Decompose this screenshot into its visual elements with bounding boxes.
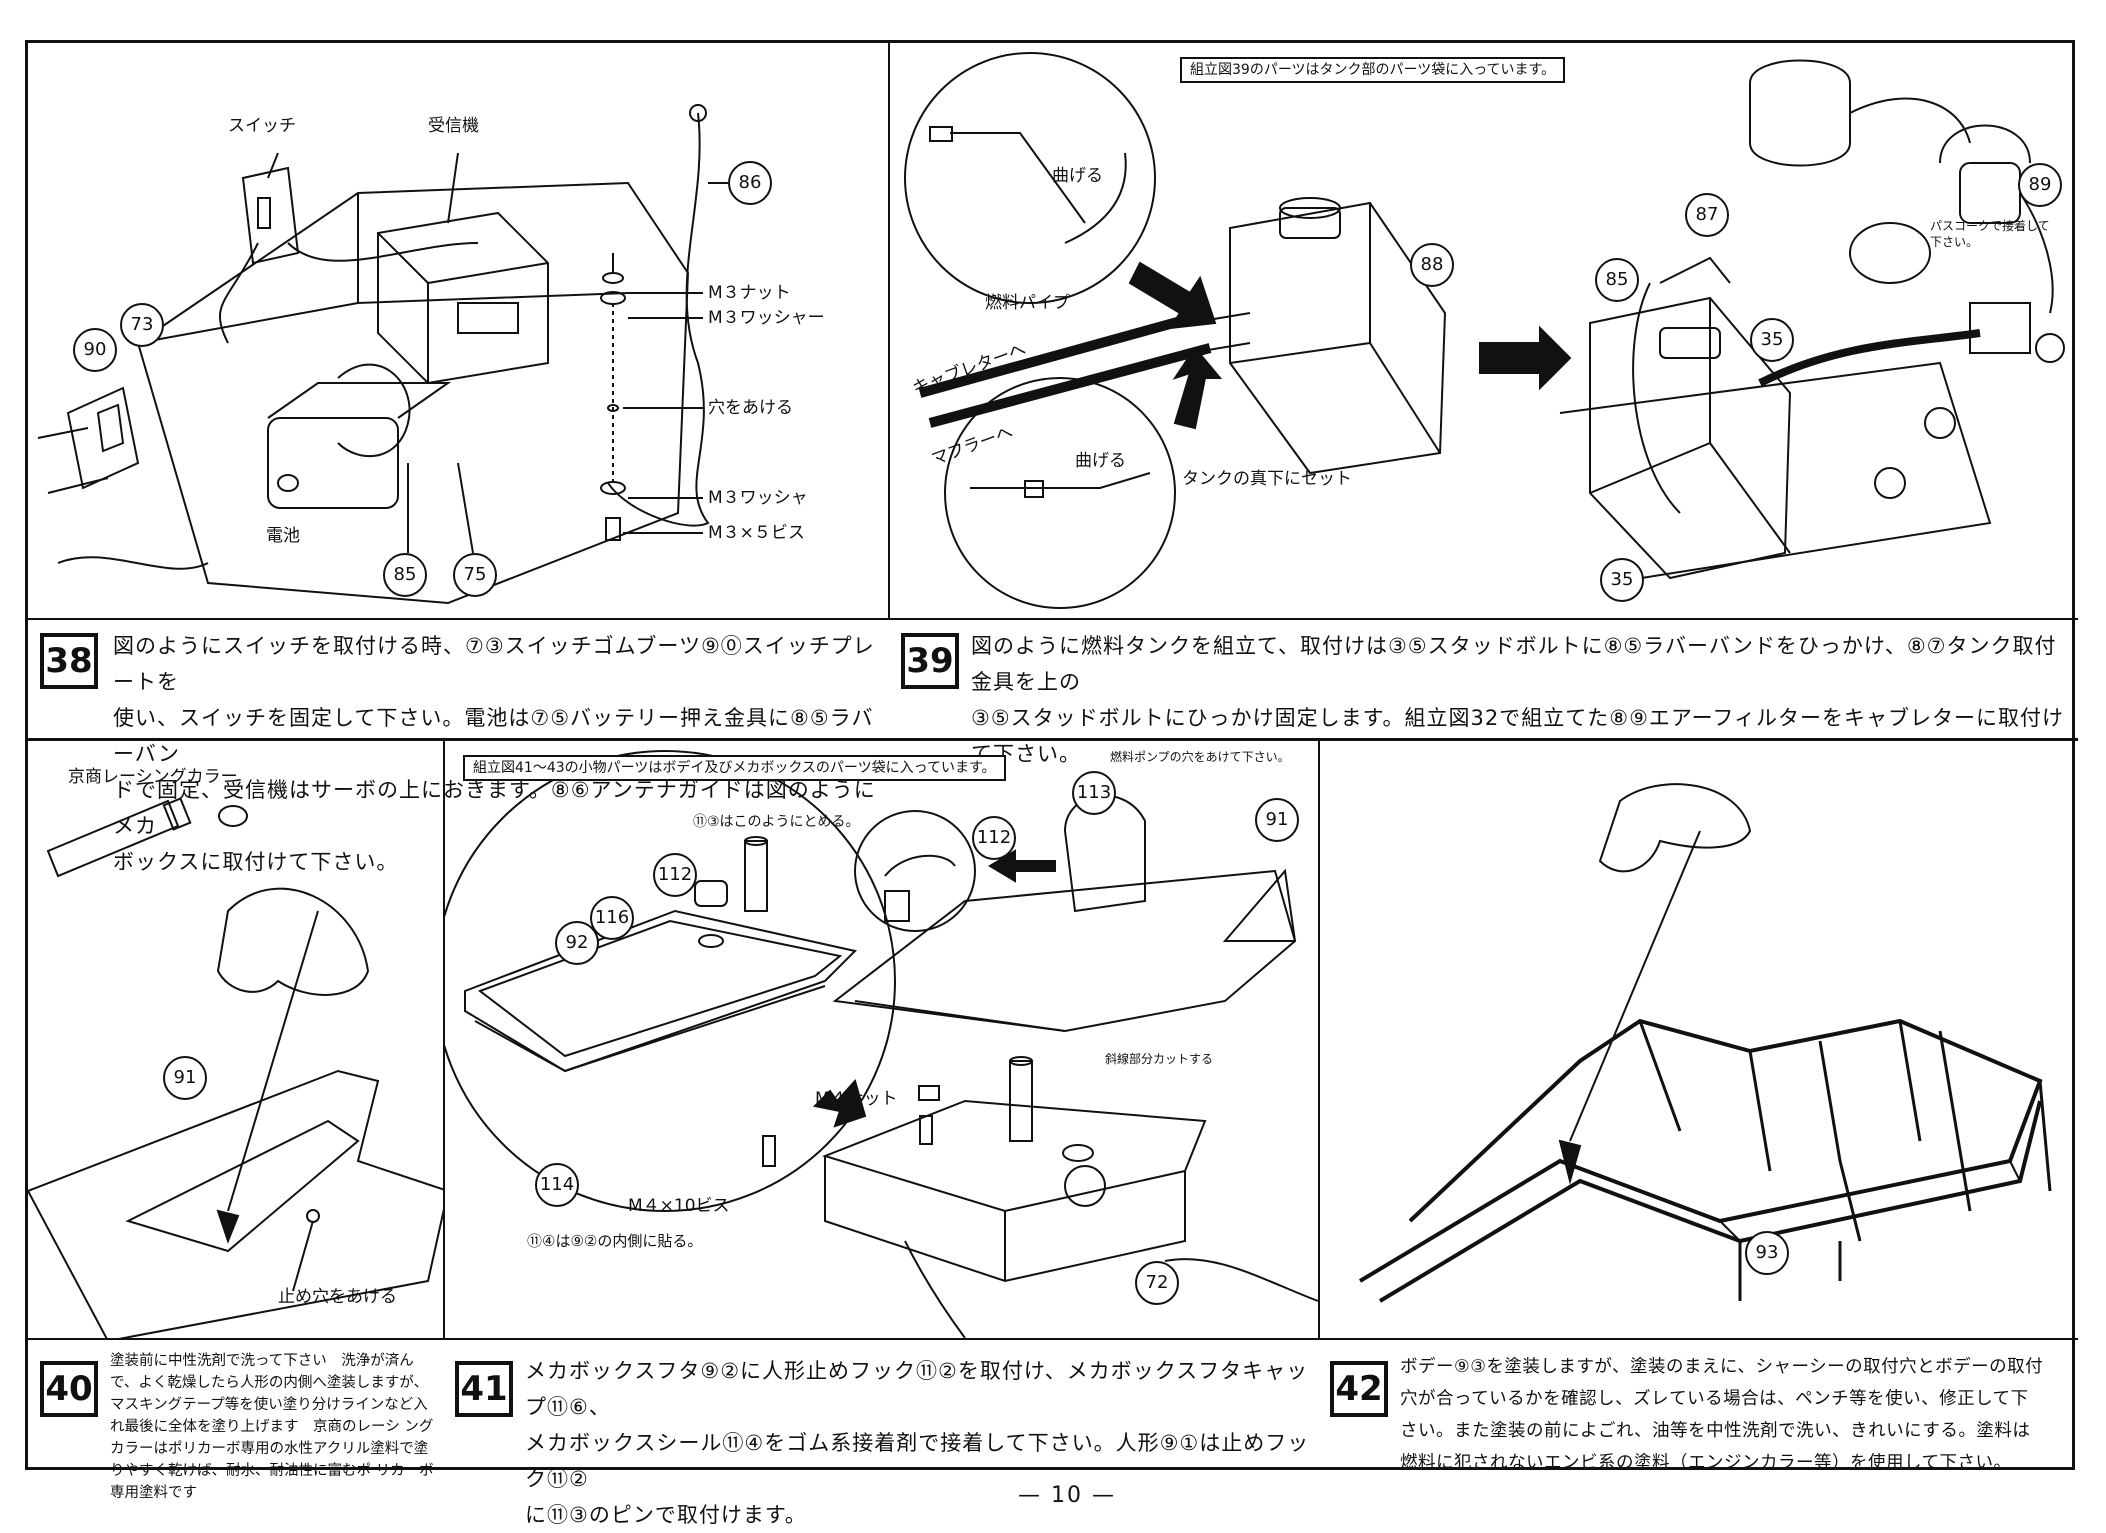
label-kyosho-racing-color: 京商レーシングカラー xyxy=(68,767,238,787)
fuel-tank-illustration xyxy=(904,52,2065,609)
step-38-line: ボックスに取付けて下さい。 xyxy=(113,850,399,874)
part-75: 75 xyxy=(453,553,497,597)
step-40-instructions: 塗装前に中性洗剤で洗って下さい 洗浄が済んで、よく乾燥したら人形の内側へ塗装しま… xyxy=(110,1350,438,1504)
roll-cage-body-illustration xyxy=(1358,783,2052,1303)
note-parts-bag-39: 組立図39のパーツはタンク部のパーツ袋に入っています。 xyxy=(1180,57,1566,83)
step-40-line: ングカラーはポリカーボ専用の水性アクリル塗料で塗りやすく乾けば、耐水、耐油性に富… xyxy=(110,1419,434,1479)
label-m3-washer-top: M３ワッシャー xyxy=(708,308,825,328)
step-41-line: メカボックスフタ⑨②に人形止めフック⑪②を取付け、メカボックスフタキャップ⑪⑥、 xyxy=(525,1359,1309,1419)
step-number-42: 42 xyxy=(1330,1361,1388,1417)
step-39-line: 図のように燃料タンクを組立て、取付けは③⑤スタッドボルトに⑧⑤ラバーバンドをひっ… xyxy=(971,634,2057,694)
label-bend-bottom: 曲げる xyxy=(1075,451,1126,471)
step-39-line: ③⑤スタッドボルトにひっかけ固定します。組立図32で組立てた⑧⑨エアーフィルター… xyxy=(971,706,2064,766)
switch-receiver-illustration xyxy=(37,104,728,605)
label-m3-nut: M３ナット xyxy=(708,283,791,303)
label-m3x5-screw: M３×５ビス xyxy=(708,523,805,543)
part-112-pin: 112 xyxy=(972,816,1016,860)
label-drill-hole: 穴をあける xyxy=(708,398,793,418)
step-40-line: 塗装前に中性洗剤で洗って下さい 洗浄が済んで、よく乾燥したら人形の内側へ塗装しま… xyxy=(110,1353,429,1391)
divider-middle xyxy=(28,738,2078,741)
part-73: 73 xyxy=(120,303,164,347)
part-114: 114 xyxy=(535,1163,579,1207)
panel-40-illustration: 京商レーシングカラー 止め穴をあける 91 xyxy=(28,741,443,1338)
label-bend-top: 曲げる xyxy=(1052,166,1103,186)
label-m4-nut: M４ナット xyxy=(815,1089,898,1109)
page-number: — 10 — xyxy=(1018,1483,1116,1508)
part-112-post: 112 xyxy=(653,853,697,897)
body-painting-illustration xyxy=(28,797,443,1338)
label-pin-how: ⑪③はこのようにとめる。 xyxy=(693,814,860,830)
panel-42-illustration: 93 xyxy=(1320,741,2078,1338)
step-41-instructions: メカボックスフタ⑨②に人形止めフック⑪②を取付け、メカボックスフタキャップ⑪⑥、… xyxy=(525,1353,1315,1533)
part-72: 72 xyxy=(1135,1261,1179,1305)
label-m4x10-screw: M４×10ビス xyxy=(628,1196,730,1216)
instruction-sheet: スイッチ 受信機 電池 M３ナット M３ワッシャー 穴をあける M３ワッシャ M… xyxy=(25,40,2078,1527)
label-cut-hatched: 斜線部分カットする xyxy=(1105,1052,1214,1066)
part-89: 89 xyxy=(2018,163,2062,207)
label-pass-cock: パスコークで接着して下さい。 xyxy=(1930,219,2050,249)
part-91: 91 xyxy=(163,1056,207,1100)
divider-top-caption xyxy=(28,618,2078,620)
panel-41-illustration: 組立図41～43の小物パーツはボデイ及びメカボックスのパーツ袋に入っています。 … xyxy=(445,741,1318,1338)
divider-bottom-right xyxy=(1318,738,1320,1338)
note-parts-bag-41: 組立図41～43の小物パーツはボデイ及びメカボックスのパーツ袋に入っています。 xyxy=(463,755,1006,781)
part-116: 116 xyxy=(590,896,634,940)
panel-38-illustration: スイッチ 受信機 電池 M３ナット M３ワッシャー 穴をあける M３ワッシャ M… xyxy=(28,43,888,618)
part-85: 85 xyxy=(1595,258,1639,302)
part-35-top: 35 xyxy=(1750,318,1794,362)
step-40-line: マスキングテープ等を使い塗り分けラインなど入れ最後に全体を塗り上げます 京商のレ… xyxy=(110,1397,428,1435)
part-90: 90 xyxy=(73,328,117,372)
part-35-bottom: 35 xyxy=(1600,558,1644,602)
label-fuel-pipe: 燃料パイプ xyxy=(985,293,1070,313)
step-42-instructions: ボデー⑨③を塗装しますが、塗装のまえに、シャーシーの取付穴とボデーの取付 穴が合… xyxy=(1400,1351,2070,1479)
label-receiver: 受信機 xyxy=(428,116,479,136)
step-38-line: 使い、スイッチを固定して下さい。電池は⑦⑤バッテリー押え金具に⑧⑤ラバーバン xyxy=(113,706,874,766)
step-41-line: メカボックスシール⑪④をゴム系接着剤で接着して下さい。人形⑨①は止めフック⑪② xyxy=(525,1431,1310,1491)
part-87: 87 xyxy=(1685,193,1729,237)
label-battery: 電池 xyxy=(266,526,300,546)
part-85: 85 xyxy=(383,553,427,597)
step-42-line: 穴が合っているかを確認し、ズレている場合は、ペンチ等を使い、修正して下 xyxy=(1400,1389,2029,1409)
part-92: 92 xyxy=(555,921,599,965)
step-40-line: リカーボ専用塗料です xyxy=(110,1463,434,1501)
step-42-line: さい。また塗装の前によごれ、油等を中性洗剤で洗い、きれいにする。塗料は xyxy=(1400,1421,2031,1441)
step-42-line: 燃料に犯されないエンビ系の塗料（エンジンカラー等）を使用して下さい。 xyxy=(1400,1453,2012,1473)
step-number-40: 40 xyxy=(40,1361,98,1417)
part-86: 86 xyxy=(728,161,772,205)
mecha-box-lid-illustration xyxy=(445,750,1318,1338)
step-39-instructions: 図のように燃料タンクを組立て、取付けは③⑤スタッドボルトに⑧⑤ラバーバンドをひっ… xyxy=(971,628,2071,772)
label-fuel-pump-hole: 燃料ポンプの穴をあけて下さい。 xyxy=(1110,750,1290,764)
part-88: 88 xyxy=(1410,243,1454,287)
step-number-38: 38 xyxy=(40,633,98,689)
step-number-39: 39 xyxy=(901,633,959,689)
label-seal-inside: ⑪④は⑨②の内側に貼る。 xyxy=(527,1232,703,1250)
step-38-line: ドで固定、受信機はサーボの上におきます。⑧⑥アンテナガイドは図のようにメカ xyxy=(113,778,876,838)
step-41-line: に⑪③のピンで取付けます。 xyxy=(525,1503,807,1527)
label-set-under-tank: タンクの真下にセット xyxy=(1182,469,1352,489)
divider-bottom-left xyxy=(443,738,445,1338)
part-93: 93 xyxy=(1745,1231,1789,1275)
panel-39-illustration: 組立図39のパーツはタンク部のパーツ袋に入っています。 曲げる 燃料パイプ キャ… xyxy=(890,43,2078,618)
label-m3-washer-bottom: M３ワッシャ xyxy=(708,488,808,508)
part-91: 91 xyxy=(1255,798,1299,842)
step-38-line: 図のようにスイッチを取付ける時、⑦③スイッチゴムブーツ⑨⓪スイッチプレートを xyxy=(113,634,875,694)
label-drill-retaining-hole: 止め穴をあける xyxy=(278,1287,397,1307)
label-switch: スイッチ xyxy=(228,116,296,136)
step-38-instructions: 図のようにスイッチを取付ける時、⑦③スイッチゴムブーツ⑨⓪スイッチプレートを 使… xyxy=(113,628,883,880)
step-number-41: 41 xyxy=(455,1361,513,1417)
divider-top-vertical xyxy=(888,43,890,618)
part-113-top: 113 xyxy=(1072,771,1116,815)
step-42-line: ボデー⑨③を塗装しますが、塗装のまえに、シャーシーの取付穴とボデーの取付 xyxy=(1400,1357,2044,1377)
divider-bottom-caption xyxy=(28,1338,2078,1340)
